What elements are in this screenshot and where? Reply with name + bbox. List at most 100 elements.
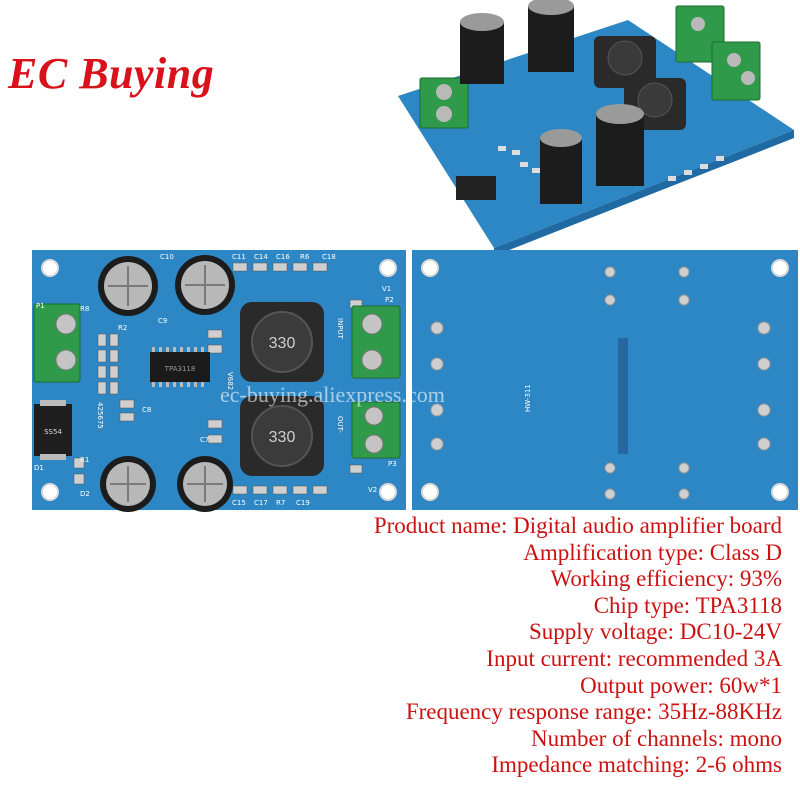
smd-label: C7 [200, 436, 209, 444]
smd-label: R6 [300, 253, 310, 261]
smd-label: C16 [276, 253, 290, 261]
board-iso-capacitor-top [540, 129, 582, 147]
board-iso-capacitor [528, 6, 574, 72]
inductor-core [251, 311, 313, 373]
smd-label: R1 [80, 456, 89, 464]
spec-impedance: Impedance matching: 2-6 ohms [491, 752, 782, 778]
brand-logo: EC Buying [8, 49, 215, 98]
smd-label: D2 [80, 490, 90, 498]
smd-label: V1 [382, 285, 391, 293]
diode-marking: SS54 [44, 428, 62, 436]
diode-lead [40, 400, 66, 406]
board-back-pcb [412, 250, 798, 510]
spec-amplification-type: Amplification type: Class D [523, 539, 782, 565]
board-iso-inductor-core [637, 82, 673, 118]
model-label-group: V682 [226, 372, 234, 390]
capacitor-vent [108, 266, 148, 306]
output-label: OUT- [336, 416, 344, 433]
input-label: INPUT [336, 318, 344, 340]
diode-lead [40, 454, 66, 460]
spec-working-efficiency: Working efficiency: 93% [550, 566, 782, 592]
chip-pins [152, 347, 204, 387]
smd-components [73, 262, 363, 495]
amplifier-chip [150, 352, 210, 382]
terminal-p1-label: P1 [36, 302, 45, 310]
smd-label: R7 [276, 499, 285, 507]
board-id-group: 425675 [96, 402, 104, 429]
spec-channels: Number of channels: mono [530, 725, 782, 751]
terminal-screw [55, 313, 77, 335]
board-iso-capacitor [596, 114, 644, 186]
smd-label: C19 [296, 499, 310, 507]
board-iso-inductor-core [607, 40, 643, 76]
capacitor-label: C8 [142, 406, 151, 414]
board-iso-terminal-screw [691, 17, 705, 31]
board-iso-capacitor-top [528, 0, 574, 15]
smd-label: C18 [322, 253, 336, 261]
capacitor-label: C10 [160, 253, 174, 261]
terminal-screw [55, 349, 77, 371]
capacitor-vent [187, 466, 223, 502]
board-iso [398, 0, 794, 256]
back-marking-group: HW-311 [524, 384, 532, 412]
inductor-marking: 330 [269, 335, 296, 352]
terminal-screw [361, 313, 383, 335]
model-label: V682 [226, 372, 234, 390]
capacitor-label: C12 [160, 516, 174, 524]
board-back: HW-311 [412, 250, 798, 510]
spec-frequency-response: Frequency response range: 35Hz-88KHz [405, 699, 782, 725]
terminal-screw [364, 434, 384, 454]
thermal-pad [618, 338, 628, 454]
inductor-marking: 330 [269, 429, 296, 446]
terminal-p2-label: P2 [385, 296, 394, 304]
spec-output-power: Output power: 60w*1 [580, 672, 782, 698]
terminal-p3-label: P3 [388, 460, 397, 468]
back-marking: HW-311 [524, 384, 532, 412]
board-iso-terminal-screw [727, 53, 741, 67]
spec-chip-type: Chip type: TPA3118 [593, 592, 782, 618]
solder-pads [430, 266, 771, 500]
board-iso-terminal-screw [741, 71, 755, 85]
chip-marking: TPA3118 [164, 365, 196, 373]
terminal-screw [364, 406, 384, 426]
spec-product-name: Product name: Digital audio amplifier bo… [373, 513, 782, 538]
smd-label: C9 [158, 317, 167, 325]
terminal-p1 [33, 303, 81, 383]
watermark: ec-buying.aliexpress.com [220, 382, 445, 407]
board-iso-capacitor-top [460, 13, 504, 31]
smd-label: R2 [118, 324, 127, 332]
terminal-p3 [351, 401, 401, 459]
board-iso-terminal-right [711, 41, 761, 101]
capacitor-vent [185, 265, 225, 305]
spec-list: Product name: Digital audio amplifier bo… [374, 513, 782, 779]
inductor-core [251, 405, 313, 467]
diode [34, 404, 72, 456]
board-iso-terminal-screw [436, 84, 452, 100]
board-iso-capacitor [540, 138, 582, 204]
board-iso-capacitor-top [596, 104, 644, 124]
mounting-holes [41, 259, 397, 501]
board-iso-terminal-left [419, 77, 469, 129]
spec-input-current: Input current: recommended 3A [486, 645, 782, 671]
smd-label: D1 [34, 464, 44, 472]
board-iso-diode [456, 176, 496, 200]
board-iso-edge [494, 130, 794, 256]
spec-supply-voltage: Supply voltage: DC10-24V [529, 619, 782, 645]
output-label-group: OUT- [336, 416, 344, 433]
smd-label: V2 [368, 486, 377, 494]
capacitor-vent [110, 466, 146, 502]
board-front: TPA3118 SS54 P1 P2 P3 330 330 [32, 250, 406, 524]
board-id: 425675 [96, 402, 104, 429]
capacitor-label: C11 [232, 253, 246, 261]
board-iso-terminal-screw [436, 106, 452, 122]
smd-label: C15 [232, 499, 246, 507]
board-iso-capacitor [460, 22, 504, 84]
board-iso-smd [498, 146, 724, 181]
smd-label: R8 [80, 305, 89, 313]
input-label-group: INPUT [336, 318, 344, 340]
terminal-screw [361, 349, 383, 371]
mounting-holes [421, 259, 789, 501]
smd-label: C17 [254, 499, 268, 507]
smd-label: C14 [254, 253, 268, 261]
